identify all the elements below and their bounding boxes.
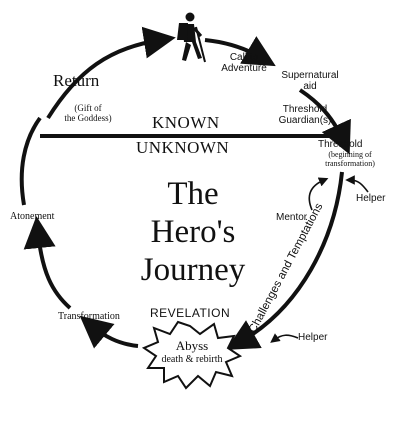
gift-label: (Gift of the Goddess) [50, 103, 126, 124]
threshold-guardian-label: Threshold Guardian(s) [270, 104, 340, 126]
gift-line-1: (Gift of [74, 103, 102, 113]
threshold-note-line-1: (beginning of [328, 150, 372, 159]
arc-call-to-guardian [298, 88, 351, 155]
call-line-2: Adventure [221, 63, 267, 74]
arc-threshold-down [226, 171, 344, 350]
guardian-line-2: Guardian(s) [278, 115, 332, 126]
unknown-label: UNKNOWN [136, 138, 230, 157]
return-label: Return [53, 71, 100, 90]
helper-top-label: Helper [356, 193, 386, 204]
helper-bottom-label: Helper [298, 332, 328, 343]
abyss-starburst [141, 320, 243, 390]
call-line-1: Call to [229, 52, 259, 63]
gift-line-2: the Goddess) [64, 112, 112, 123]
abyss-sub-label: death & rebirth [161, 354, 223, 365]
abyss-label: Abyss [175, 338, 209, 353]
title-line-2: Hero's [150, 214, 236, 250]
transformation-label: Transformation [58, 311, 120, 322]
helper-top-arrow [345, 175, 369, 193]
arc-top-to-call [204, 36, 276, 67]
title-line-1: The [167, 176, 219, 212]
mentor-arrow [308, 177, 329, 211]
hiker-icon [177, 12, 206, 63]
threshold-note: (beginning of transformation) [310, 150, 390, 169]
mentor-label: Mentor [276, 212, 308, 223]
revelation-label: REVELATION [150, 306, 231, 320]
arc-return-to-top [46, 26, 176, 120]
supernatural-line-2: aid [303, 81, 317, 92]
threshold-label: Threshold [318, 139, 363, 150]
supernatural-line-1: Supernatural [281, 70, 339, 81]
atonement-label: Atonement [10, 211, 55, 222]
arc-abyss-to-transformation [79, 315, 139, 349]
title-line-3: Journey [140, 252, 246, 288]
helper-bottom-arrow [270, 333, 299, 343]
guardian-line-1: Threshold [282, 104, 328, 115]
arc-transformation-to-atonement [23, 216, 72, 310]
known-label: KNOWN [152, 113, 220, 132]
call-to-adventure-label: Call to Adventure [214, 52, 274, 74]
supernatural-aid-label: Supernatural aid [270, 70, 350, 92]
threshold-note-line-2: transformation) [325, 158, 375, 168]
arc-atonement-to-return [19, 116, 42, 206]
